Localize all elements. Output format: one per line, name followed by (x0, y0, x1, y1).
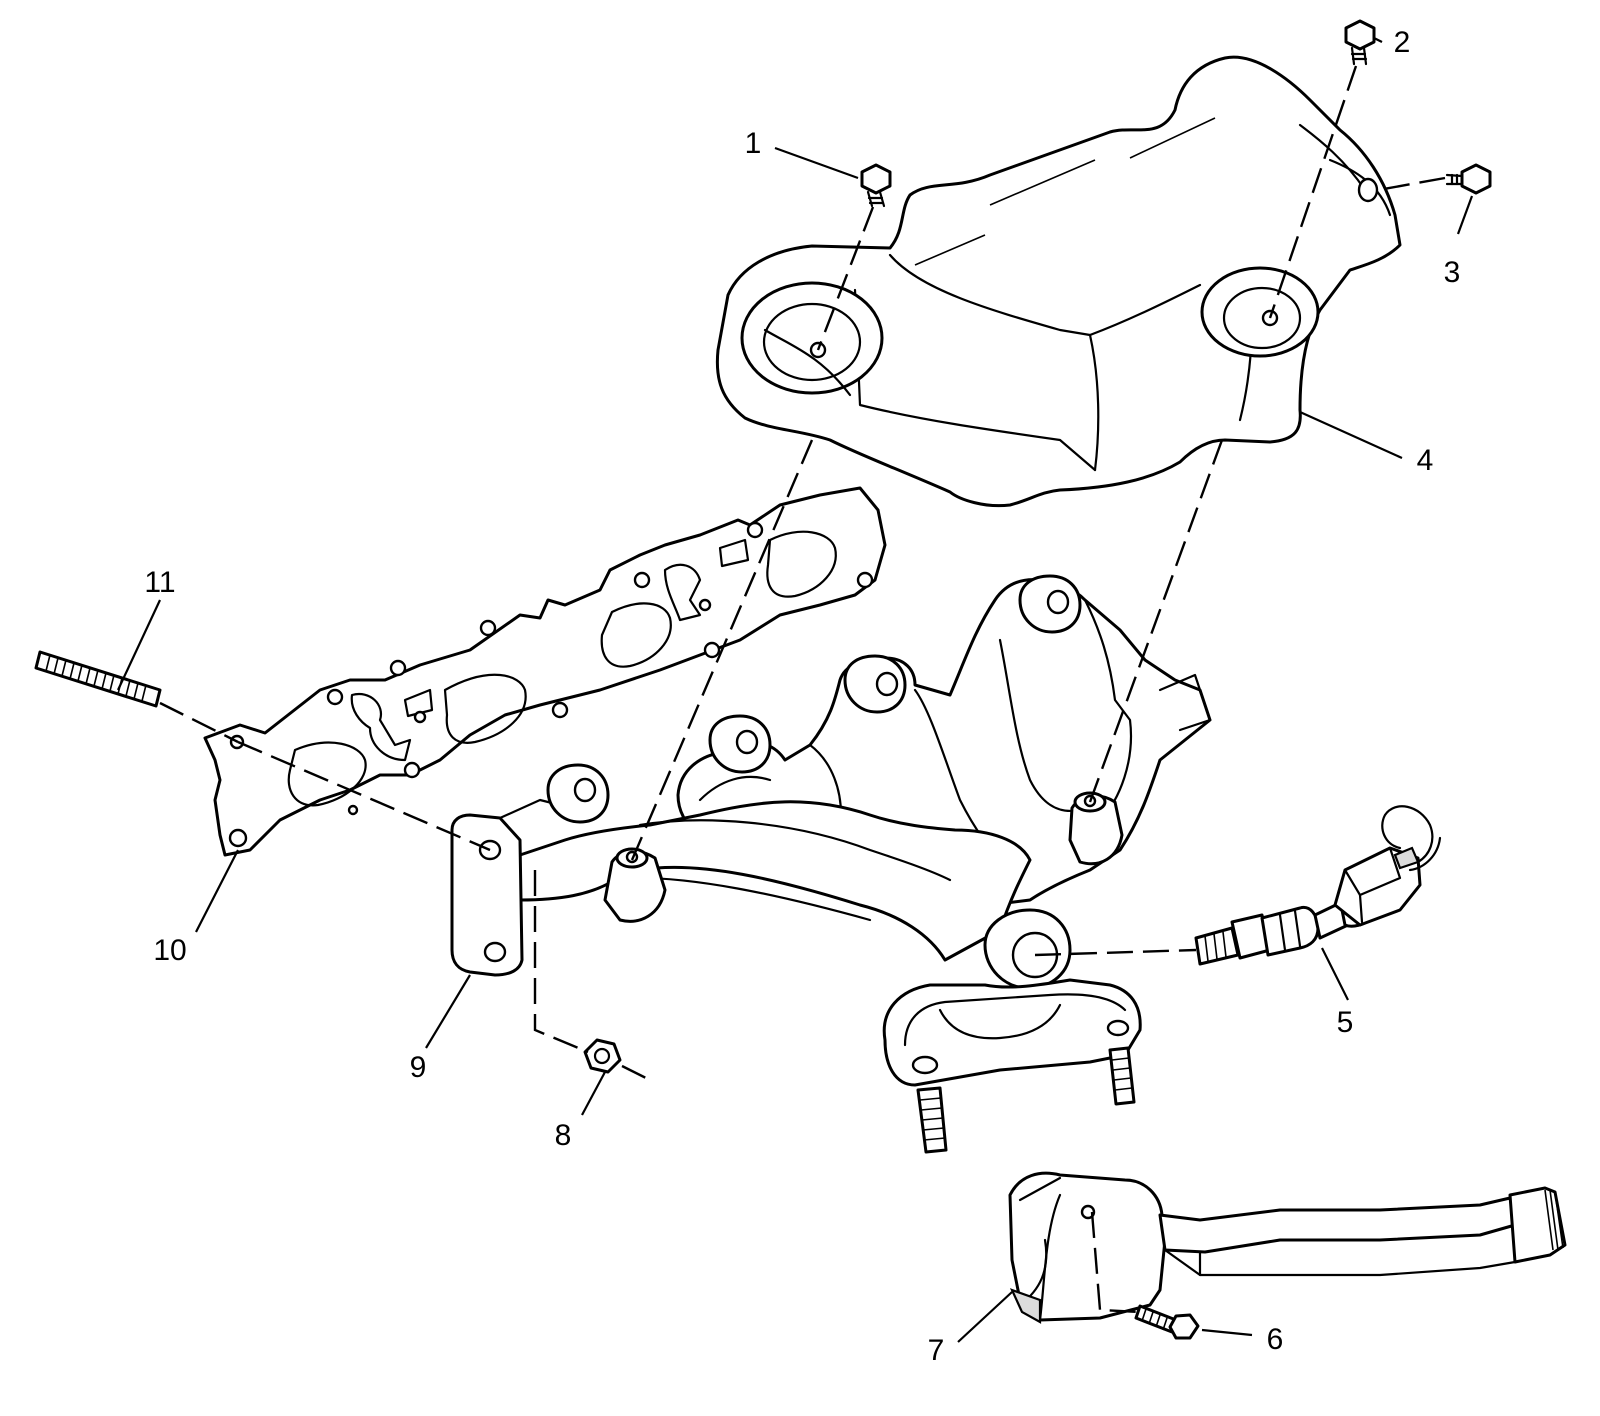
exhaust-manifold (450, 574, 1212, 1154)
manifold-stud (34, 650, 162, 708)
exhaust-manifold-gasket (203, 486, 887, 857)
callout-3: 3 (1444, 256, 1461, 289)
callout-7: 7 (928, 1334, 945, 1367)
bolt-2 (1344, 19, 1376, 66)
callout-4: 4 (1417, 444, 1434, 477)
heat-shield (715, 55, 1402, 508)
callout-5: 5 (1337, 1006, 1354, 1039)
manifold-nut (583, 1038, 622, 1074)
callout-labels: 1 2 3 4 5 6 7 8 9 10 11 (144, 26, 1460, 1367)
callout-10: 10 (153, 934, 186, 967)
bolt-1 (860, 163, 892, 208)
oxygen-sensor (1194, 805, 1442, 966)
bracket-bolt (1134, 1304, 1200, 1340)
callout-2: 2 (1394, 26, 1411, 59)
callout-8: 8 (555, 1119, 572, 1152)
leader-lines (117, 37, 1474, 1343)
callout-11: 11 (144, 566, 175, 599)
callout-6: 6 (1267, 1323, 1284, 1356)
pipe-bracket (1008, 1171, 1567, 1324)
bolt-3 (1445, 163, 1492, 195)
alignment-lines (159, 65, 1446, 1314)
callout-1: 1 (745, 127, 762, 160)
callout-9: 9 (410, 1051, 427, 1084)
